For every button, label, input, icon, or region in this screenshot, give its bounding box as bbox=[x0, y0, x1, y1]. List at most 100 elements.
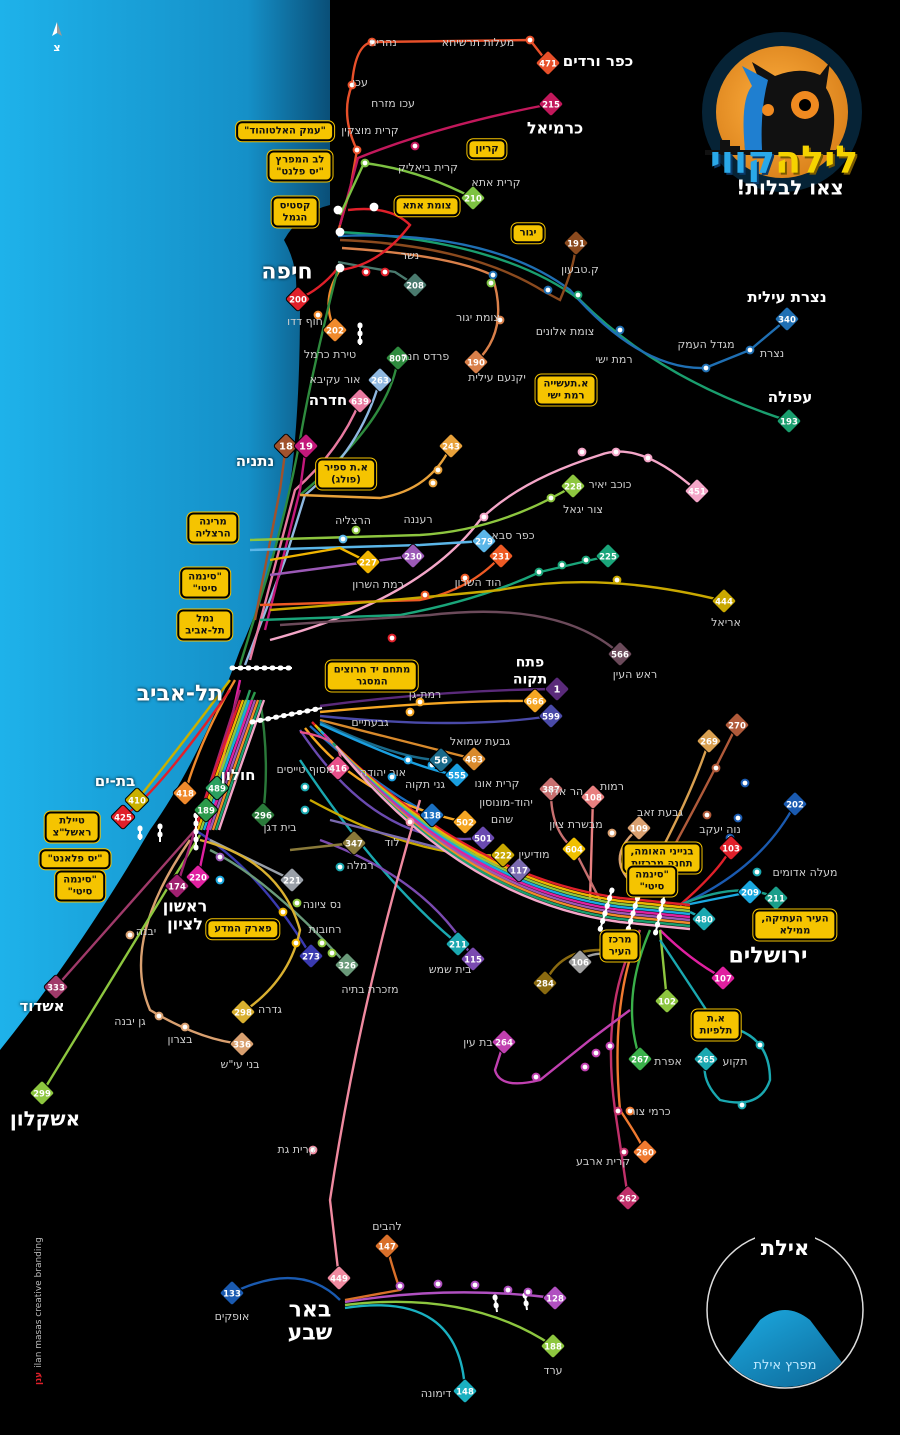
route-badge-222[interactable]: 222 bbox=[490, 842, 516, 868]
venue-callout[interactable]: לב המפרץ"יס פלנט" bbox=[267, 150, 333, 182]
route-badge-264[interactable]: 264 bbox=[491, 1029, 517, 1055]
route-badge-666[interactable]: 666 bbox=[522, 688, 548, 714]
route-badge-208[interactable]: 208 bbox=[402, 272, 428, 298]
route-badge-117[interactable]: 117 bbox=[506, 857, 532, 883]
route-badge-489[interactable]: 489 bbox=[204, 775, 230, 801]
route-badge-449[interactable]: 449 bbox=[326, 1265, 352, 1291]
route-badge-260[interactable]: 260 bbox=[632, 1139, 658, 1165]
route-badge-273[interactable]: 273 bbox=[298, 943, 324, 969]
route-badge-103[interactable]: 103 bbox=[718, 835, 744, 861]
route-badge-555[interactable]: 555 bbox=[444, 762, 470, 788]
route-badge-471[interactable]: 471 bbox=[535, 50, 561, 76]
venue-callout[interactable]: צומת אתא bbox=[394, 196, 460, 216]
route-badge-148[interactable]: 148 bbox=[452, 1378, 478, 1404]
route-badge-263[interactable]: 263 bbox=[367, 367, 393, 393]
route-badge-463[interactable]: 463 bbox=[461, 746, 487, 772]
venue-callout[interactable]: יגור bbox=[511, 223, 545, 243]
route-badge-231[interactable]: 231 bbox=[488, 543, 514, 569]
route-badge-418[interactable]: 418 bbox=[172, 780, 198, 806]
route-badge-269[interactable]: 269 bbox=[696, 728, 722, 754]
route-badge-639[interactable]: 639 bbox=[347, 388, 373, 414]
route-badge-270[interactable]: 270 bbox=[724, 712, 750, 738]
route-badge-807[interactable]: 807 bbox=[385, 345, 411, 371]
route-badge-190[interactable]: 190 bbox=[463, 349, 489, 375]
route-badge-410[interactable]: 410 bbox=[124, 787, 150, 813]
route-badge-200[interactable]: 200 bbox=[285, 286, 311, 312]
route-badge-108[interactable]: 108 bbox=[580, 784, 606, 810]
route-badge-189[interactable]: 189 bbox=[193, 797, 219, 823]
route-badge-599[interactable]: 599 bbox=[538, 703, 564, 729]
route-badge-1[interactable]: 1 bbox=[544, 676, 570, 702]
route-badge-340[interactable]: 340 bbox=[774, 306, 800, 332]
route-badge-262[interactable]: 262 bbox=[615, 1185, 641, 1211]
route-badge-296[interactable]: 296 bbox=[250, 802, 276, 828]
route-badge-333[interactable]: 333 bbox=[43, 974, 69, 1000]
route-badge-202[interactable]: 202 bbox=[322, 317, 348, 343]
route-badge-425[interactable]: 425 bbox=[110, 804, 136, 830]
route-badge-227[interactable]: 227 bbox=[355, 549, 381, 575]
route-badge-336[interactable]: 336 bbox=[229, 1031, 255, 1057]
route-badge-221[interactable]: 221 bbox=[279, 867, 305, 893]
route-badge-174[interactable]: 174 bbox=[164, 873, 190, 899]
route-badge-115[interactable]: 115 bbox=[460, 946, 486, 972]
venue-callout[interactable]: קריון bbox=[467, 139, 507, 159]
venue-callout[interactable]: "יס פלאנט" bbox=[39, 849, 111, 869]
route-badge-501[interactable]: 501 bbox=[470, 825, 496, 851]
route-badge-106[interactable]: 106 bbox=[567, 949, 593, 975]
route-badge-299[interactable]: 299 bbox=[29, 1080, 55, 1106]
route-badge-566[interactable]: 566 bbox=[607, 641, 633, 667]
route-badge-444[interactable]: 444 bbox=[711, 588, 737, 614]
route-badge-211[interactable]: 211 bbox=[445, 931, 471, 957]
route-badge-147[interactable]: 147 bbox=[374, 1233, 400, 1259]
route-badge-267[interactable]: 267 bbox=[627, 1046, 653, 1072]
venue-callout[interactable]: העיר העתיקה,ממילא bbox=[753, 909, 837, 941]
route-badge-502[interactable]: 502 bbox=[452, 809, 478, 835]
route-badge-265[interactable]: 265 bbox=[693, 1046, 719, 1072]
route-badge-211[interactable]: 211 bbox=[763, 885, 789, 911]
route-badge-209[interactable]: 209 bbox=[737, 879, 763, 905]
route-badge-225[interactable]: 225 bbox=[595, 543, 621, 569]
route-badge-228[interactable]: 228 bbox=[560, 473, 586, 499]
route-badge-604[interactable]: 604 bbox=[561, 836, 587, 862]
route-badge-220[interactable]: 220 bbox=[185, 864, 211, 890]
route-badge-109[interactable]: 109 bbox=[626, 815, 652, 841]
route-badge-298[interactable]: 298 bbox=[230, 999, 256, 1025]
route-badge-18[interactable]: 18 bbox=[273, 433, 299, 459]
route-badge-215[interactable]: 215 bbox=[538, 91, 564, 117]
venue-callout[interactable]: פארק המדע bbox=[206, 919, 280, 939]
route-badge-188[interactable]: 188 bbox=[540, 1333, 566, 1359]
route-badge-56[interactable]: 56 bbox=[428, 747, 454, 773]
route-badge-243[interactable]: 243 bbox=[438, 433, 464, 459]
route-badge-326[interactable]: 326 bbox=[334, 952, 360, 978]
route-badge-347[interactable]: 347 bbox=[341, 830, 367, 856]
route-badge-480[interactable]: 480 bbox=[691, 906, 717, 932]
route-badge-210[interactable]: 210 bbox=[460, 185, 486, 211]
route-badge-19[interactable]: 19 bbox=[293, 433, 319, 459]
route-badge-416[interactable]: 416 bbox=[325, 755, 351, 781]
route-badge-284[interactable]: 284 bbox=[532, 970, 558, 996]
route-badge-279[interactable]: 279 bbox=[471, 528, 497, 554]
route-badge-202[interactable]: 202 bbox=[782, 791, 808, 817]
route-badge-128[interactable]: 128 bbox=[542, 1285, 568, 1311]
route-badge-191[interactable]: 191 bbox=[563, 230, 589, 256]
route-badge-107[interactable]: 107 bbox=[710, 965, 736, 991]
route-badge-451[interactable]: 451 bbox=[684, 478, 710, 504]
route-badge-102[interactable]: 102 bbox=[654, 988, 680, 1014]
venue-callout[interactable]: "עמק האלטוהוד" bbox=[236, 121, 334, 141]
route-badge-387[interactable]: 387 bbox=[538, 776, 564, 802]
route-badge-138[interactable]: 138 bbox=[419, 802, 445, 828]
route-badge-193[interactable]: 193 bbox=[776, 408, 802, 434]
venue-callout[interactable]: א.ת ספיר(פולג) bbox=[316, 458, 376, 490]
route-badge-133[interactable]: 133 bbox=[219, 1280, 245, 1306]
